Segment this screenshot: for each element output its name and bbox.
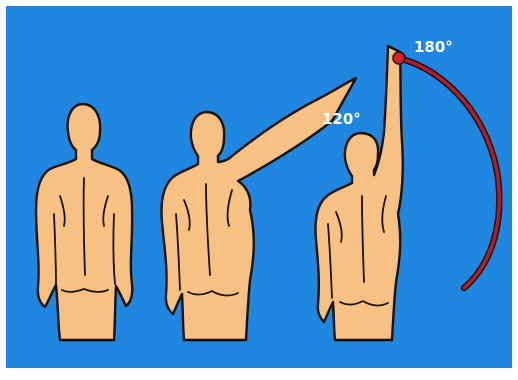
angle-label-180: 180° [414, 38, 453, 56]
angle-label-120: 120° [322, 110, 361, 128]
arc-start-dot [393, 52, 405, 64]
